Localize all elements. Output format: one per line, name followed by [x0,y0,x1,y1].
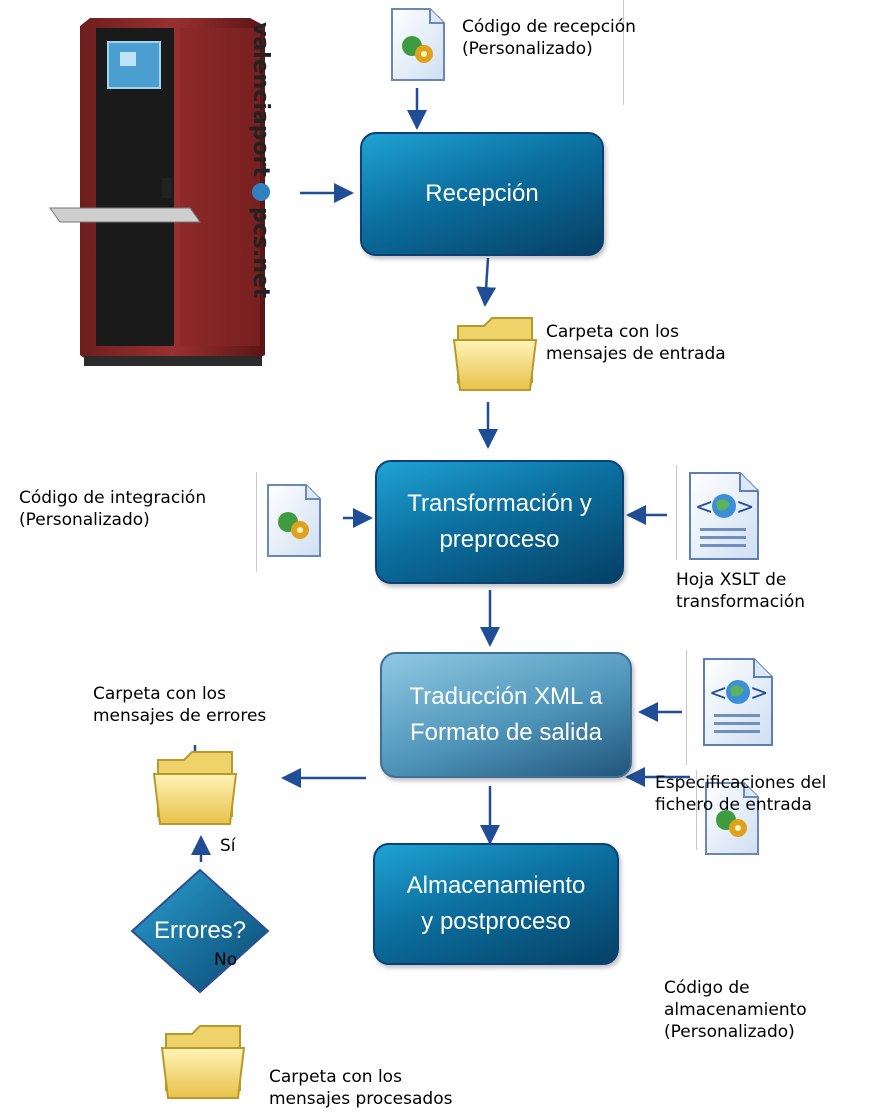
label-codigo-almacenamiento: Código de almacenamiento (Personalizado) [664,978,807,1042]
decision-label: Errores? [153,917,247,944]
code-file-icon [391,8,445,81]
arrow-recepcion-to-folder [476,257,497,307]
node-recepcion: Recepción [360,132,604,256]
separator-rule [676,465,677,560]
folder-icon [152,751,238,825]
label-codigo-integracion: Código de integración (Personalizado) [19,488,207,530]
svg-text:<: < [709,681,727,706]
decision-errores: Errores? [130,868,270,994]
folder-icon [160,1025,246,1099]
diamond-shape [130,868,270,994]
label-si: Sí [220,836,236,856]
xml-file-icon: < > [689,472,759,560]
code-document-almacenamiento [702,780,762,858]
xml-document-xslt: < > [686,470,762,562]
separator-rule [686,650,687,765]
folder-icon [452,317,538,391]
server-cabinet: valenciaport pcs.net [40,10,290,385]
code-file-icon [267,484,321,557]
label-codigo-recepcion: Código de recepción (Personalizado) [462,17,636,59]
code-document-recepcion [388,6,448,84]
server-icon [49,18,265,366]
label-carpeta-errores: Carpeta con los mensajes de errores [93,684,267,726]
node-almacenamiento: Almacenamiento y postproceso [373,843,619,965]
xml-file-icon: < > [703,658,773,746]
node-transformacion: Transformación y preproceso [375,460,624,584]
svg-text:>: > [750,681,768,706]
svg-text:>: > [736,495,754,520]
node-traduccion: Traducción XML a Formato de salida [380,652,632,778]
folder-errores [152,746,238,828]
separator-rule [696,770,697,850]
svg-text:<: < [695,495,713,520]
folder-procesados [160,1020,246,1102]
code-file-icon [705,782,759,855]
label-hoja-xslt: Hoja XSLT de transformación [676,570,806,612]
separator-rule [256,472,257,572]
label-no: No [214,950,238,970]
label-carpeta-procesados: Carpeta con los mensajes procesados [269,1067,453,1109]
folder-entrada [452,312,538,394]
code-document-integracion [264,482,324,560]
xml-document-especificaciones: < > [700,656,776,748]
label-carpeta-entrada: Carpeta con los mensajes de entrada [546,322,726,364]
label-especificaciones: Especificaciones del fichero de entrada [655,773,827,815]
separator-rule [623,0,624,105]
